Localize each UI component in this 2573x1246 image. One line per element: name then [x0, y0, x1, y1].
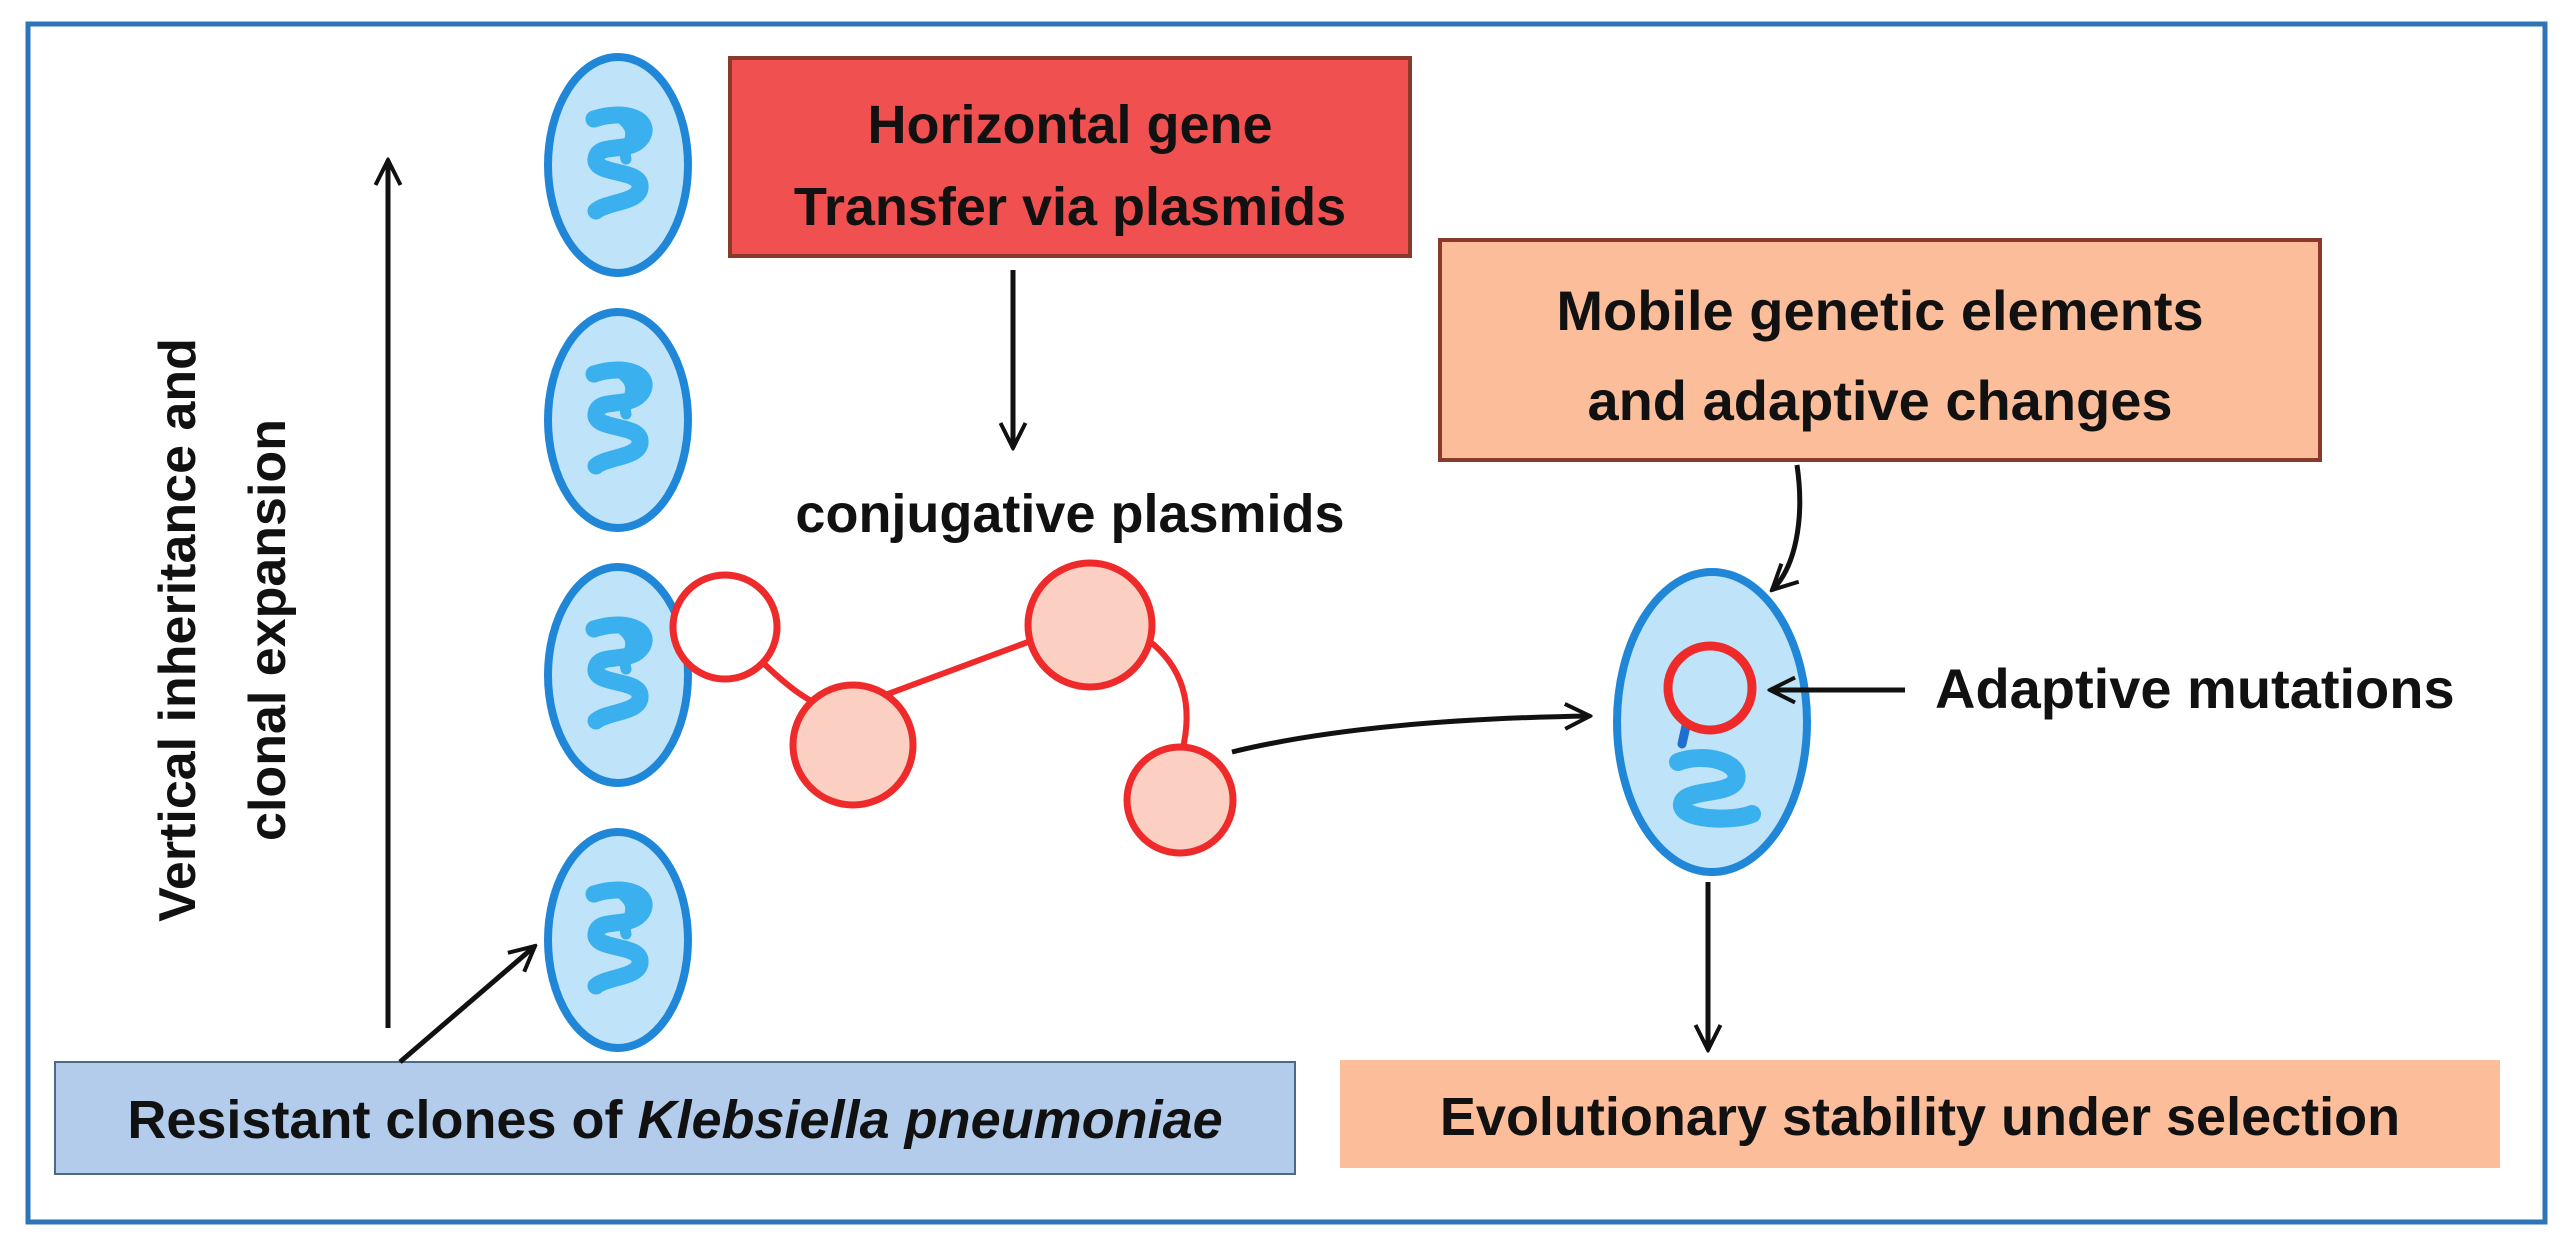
- bacterium-cell: [544, 308, 692, 532]
- bacterium-cell: [544, 563, 692, 787]
- mobile-elements-box: [1438, 238, 2322, 462]
- plasmid-circle: [1024, 559, 1156, 691]
- chromosome-fragment: [1677, 721, 1691, 749]
- plasmid-circle: [669, 571, 781, 683]
- horizontal-transfer-line2: Transfer via plasmids: [794, 177, 1346, 237]
- evolving-bacterium: [1613, 568, 1811, 876]
- mobile-elements-line2: and adaptive changes: [1587, 369, 2172, 432]
- resistant-clones-prefix: Resistant clones of: [127, 1090, 637, 1150]
- vertical-label-line1: Vertical inheritance and: [149, 338, 207, 922]
- vertical-label-line2: clonal expansion: [239, 419, 297, 841]
- plasmid-connector: [1146, 637, 1190, 753]
- adaptive-mutation-ring: [1663, 641, 1757, 735]
- resistant-clones-box: [54, 1061, 1296, 1175]
- plasmid-circle: [1123, 743, 1237, 857]
- adaptive-mutations-label: Adaptive mutations: [1935, 657, 2455, 720]
- clones-to-cell-arrow: [398, 946, 535, 1064]
- plasmid-circle: [789, 681, 917, 809]
- bacterium-cell: [544, 53, 692, 277]
- bacterium-cell: [544, 828, 692, 1052]
- horizontal-transfer-box: [728, 56, 1412, 258]
- species-name: Klebsiella pneumoniae: [637, 1090, 1222, 1150]
- mobile-to-cell-arrow: [1772, 464, 1803, 590]
- outer-frame: [25, 21, 2548, 1225]
- chromosome-squiggle: [1669, 749, 1761, 828]
- evolutionary-stability-box: [1340, 1060, 2500, 1168]
- conjugative-plasmids-label: conjugative plasmids: [795, 484, 1344, 544]
- horizontal-transfer-line1: Horizontal gene: [867, 95, 1272, 155]
- plasmid-to-cell-arrow: [1231, 716, 1590, 755]
- resistant-clones-label: Resistant clones of Klebsiella pneumonia…: [127, 1090, 1222, 1150]
- plasmid-chain: [669, 559, 1237, 857]
- plasmid-connector: [883, 639, 1030, 698]
- evolutionary-stability-label: Evolutionary stability under selection: [1440, 1087, 2400, 1147]
- vertical-inheritance-label: Vertical inheritance and clonal expansio…: [149, 338, 297, 922]
- mobile-elements-line1: Mobile genetic elements: [1556, 279, 2203, 342]
